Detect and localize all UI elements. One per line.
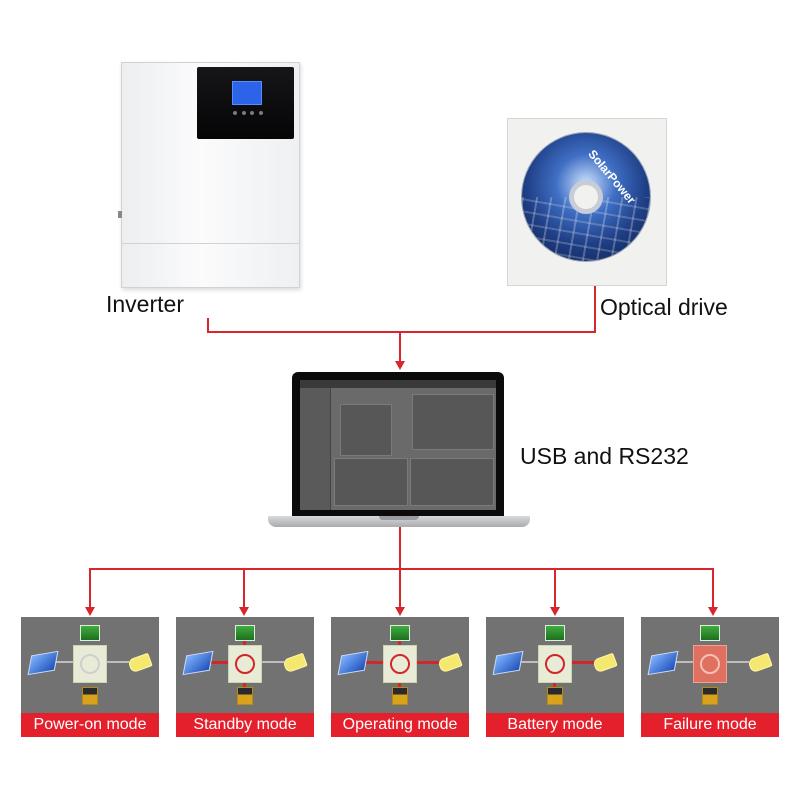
mode-caption-5: Failure mode	[641, 713, 779, 737]
grid-icon	[390, 625, 410, 641]
grid-icon	[545, 625, 565, 641]
inverter-control-panel	[197, 67, 294, 139]
solar-panel-icon	[182, 650, 214, 676]
inverter-icon	[383, 645, 417, 683]
load-bulb-icon	[747, 652, 773, 674]
disc-center-hole	[574, 185, 598, 209]
mode-drop-line-5	[712, 569, 714, 608]
solar-panel-icon	[27, 650, 59, 676]
inverter-icon	[228, 645, 262, 683]
inverter-device	[118, 62, 300, 288]
load-bulb-icon	[592, 652, 618, 674]
load-bulb-icon	[282, 652, 308, 674]
mode-caption-3: Operating mode	[331, 713, 469, 737]
software-settings-panel	[410, 458, 494, 506]
top-junction-line	[207, 331, 596, 333]
battery-icon	[547, 687, 563, 705]
load-bulb-icon	[437, 652, 463, 674]
mode-arrow-3	[395, 607, 405, 616]
software-device-tree	[300, 388, 331, 510]
mode-panel-operating	[331, 617, 469, 713]
mode-drop-line-4	[554, 569, 556, 608]
software-toolbar	[300, 380, 496, 388]
battery-icon	[237, 687, 253, 705]
grid-icon	[700, 625, 720, 641]
inverter-switch	[118, 211, 122, 218]
laptop-screen	[292, 372, 504, 518]
battery-icon	[82, 687, 98, 705]
mode-arrow-4	[550, 607, 560, 616]
mode-arrow-2	[239, 607, 249, 616]
battery-icon	[702, 687, 718, 705]
software-flow-diagram	[340, 404, 392, 456]
solar-panel-icon	[337, 650, 369, 676]
modes-distribution-line	[89, 568, 714, 570]
mode-panel-power-on	[21, 617, 159, 713]
mode-drop-line-3	[399, 569, 401, 608]
optical-drive-label: Optical drive	[600, 294, 728, 320]
battery-icon	[392, 687, 408, 705]
inverter-fault-icon	[693, 645, 727, 683]
load-bulb-icon	[127, 652, 153, 674]
mode-caption-2: Standby mode	[176, 713, 314, 737]
laptop-feed-line	[399, 332, 401, 362]
laptop-down-line	[399, 527, 401, 569]
solar-panel-icon	[492, 650, 524, 676]
software-status-panel	[334, 458, 408, 506]
mode-arrow-1	[85, 607, 95, 616]
inverter-icon	[73, 645, 107, 683]
mode-panel-standby	[176, 617, 314, 713]
mode-caption-1: Power-on mode	[21, 713, 159, 737]
optical-drive-connector	[594, 286, 596, 332]
mode-panel-battery	[486, 617, 624, 713]
cd-sleeve: SolarPower	[507, 118, 667, 286]
inverter-lcd-screen	[232, 81, 262, 105]
inverter-seam	[122, 243, 299, 244]
mode-caption-4: Battery mode	[486, 713, 624, 737]
inverter-connector	[207, 318, 209, 332]
inverter-icon	[538, 645, 572, 683]
solar-panel-icon	[647, 650, 679, 676]
connection-label: USB and RS232	[520, 443, 689, 469]
software-disc: SolarPower	[522, 133, 650, 261]
mode-drop-line-1	[89, 569, 91, 608]
monitoring-software-window	[300, 380, 496, 510]
inverter-label: Inverter	[106, 291, 184, 317]
software-values-panel	[412, 394, 494, 450]
mode-drop-line-2	[243, 569, 245, 608]
mode-panel-failure	[641, 617, 779, 713]
mode-arrow-5	[708, 607, 718, 616]
grid-icon	[80, 625, 100, 641]
laptop-base	[268, 516, 530, 527]
grid-icon	[235, 625, 255, 641]
inverter-buttons	[233, 111, 263, 115]
laptop-arrow	[395, 361, 405, 370]
